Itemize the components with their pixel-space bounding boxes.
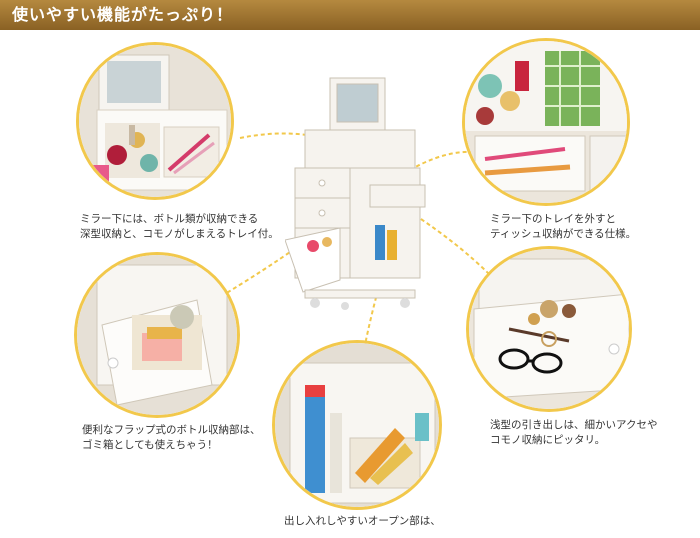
caption-line: ティッシュ収納ができる仕様。 — [490, 228, 637, 240]
caption-line: 浅型の引き出しは、細かいアクセや — [490, 419, 658, 431]
caption-mirror-storage: ミラー下には、ボトル類が収納できる 深型収納と、コモノがしまえるトレイ付。 — [80, 212, 279, 242]
caption-flap-bin: 便利なフラップ式のボトル収納部は、 ゴミ箱としても使えちゃう！ — [82, 423, 261, 453]
product-cabinet — [285, 77, 426, 310]
caption-open-section: 出し入れしやすいオープン部は、 — [284, 514, 441, 529]
caption-line: コモノ収納にピッタリ。 — [490, 434, 606, 446]
caption-line: 深型収納と、コモノがしまえるトレイ付。 — [80, 228, 279, 240]
photo-tissue-storage — [462, 38, 630, 206]
photo-shallow-drawer — [466, 246, 632, 412]
caption-tissue-storage: ミラー下のトレイを外すと ティッシュ収納ができる仕様。 — [490, 212, 636, 242]
caption-line: ミラー下のトレイを外すと — [490, 213, 616, 225]
section-header: 使いやすい機能がたっぷり！ — [0, 0, 700, 30]
caption-line: ゴミ箱としても使えちゃう！ — [82, 439, 218, 451]
photo-open-section — [272, 340, 442, 510]
caption-line: ミラー下には、ボトル類が収納できる — [80, 213, 259, 225]
caption-shallow-drawer: 浅型の引き出しは、細かいアクセや コモノ収納にピッタリ。 — [490, 418, 657, 448]
photo-flap-bin — [74, 252, 240, 418]
caption-line: 便利なフラップ式のボトル収納部は、 — [82, 424, 261, 436]
photo-mirror-storage — [76, 42, 234, 200]
caption-line: 出し入れしやすいオープン部は、 — [284, 515, 441, 527]
